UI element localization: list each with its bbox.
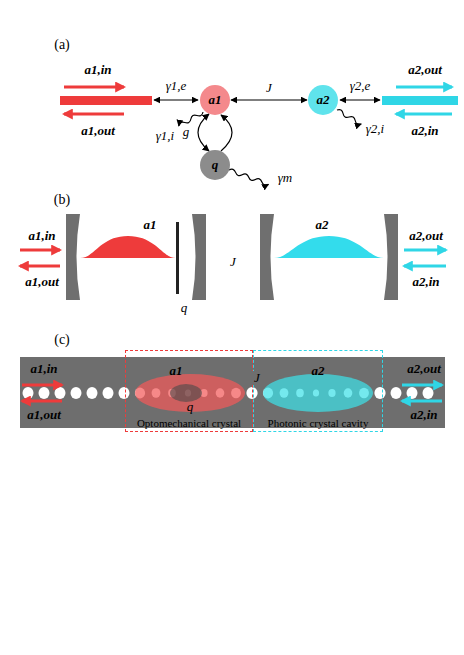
- field-symbol: a2,in: [411, 124, 438, 138]
- output-arrow: [22, 400, 62, 403]
- output-arrow: [404, 249, 446, 252]
- panel-label: (c): [54, 332, 70, 347]
- hole: [23, 387, 34, 399]
- hole: [407, 387, 418, 399]
- output-arrow: [64, 113, 124, 116]
- output-arrow: [20, 265, 60, 268]
- rate-symbol: γ2,i: [366, 122, 384, 136]
- rate-symbol: γ1,e: [166, 79, 187, 93]
- mirror: [260, 214, 274, 300]
- mode-circle: a2: [308, 85, 338, 115]
- field-symbol: a2: [316, 218, 329, 232]
- waveguide-bar: [382, 96, 458, 105]
- panel-label: (b): [54, 192, 70, 207]
- mechanical-mode: [170, 384, 202, 402]
- coupling-arrow: [231, 99, 307, 100]
- rate-symbol: J: [230, 255, 236, 269]
- waveguide-slab: [20, 357, 445, 428]
- hole: [246, 387, 257, 399]
- mirror: [66, 214, 80, 300]
- mirror: [384, 214, 398, 300]
- input-arrow: [64, 86, 124, 89]
- input-arrow: [404, 265, 446, 268]
- region-name: Optomechanical crystal: [137, 417, 241, 429]
- field-symbol: a2,in: [412, 275, 439, 289]
- hole: [87, 387, 98, 399]
- mirror: [192, 214, 206, 300]
- membrane: [176, 222, 179, 294]
- mode-symbol: a2: [317, 93, 330, 107]
- rate-symbol: γ2,e: [350, 79, 371, 93]
- coupling-arrow: [340, 99, 380, 100]
- rate-symbol: γm: [278, 171, 293, 185]
- hole: [39, 387, 50, 399]
- coupling-arrow: [154, 99, 198, 100]
- field-symbol: a1,in: [84, 63, 111, 77]
- region-name: Photonic crystal cavity: [268, 417, 369, 429]
- hole: [55, 387, 66, 399]
- panel-label: (a): [54, 37, 70, 52]
- mode-glow: [263, 374, 373, 412]
- hole: [119, 387, 130, 399]
- input-arrow: [396, 113, 452, 116]
- coupling-curve: [221, 115, 232, 151]
- mode-circle: q: [200, 150, 230, 180]
- output-arrow: [396, 86, 452, 89]
- field-symbol: a2: [312, 364, 325, 378]
- hole: [391, 387, 402, 399]
- coupling-label: J: [265, 81, 273, 95]
- field-symbol: a1: [170, 364, 183, 378]
- rate-symbol: γ1,i: [156, 129, 174, 143]
- field-symbol: a1,in: [30, 362, 57, 376]
- field-symbol: a1,out: [27, 408, 61, 422]
- cavity-mode: [274, 236, 384, 258]
- hole: [71, 387, 82, 399]
- input-arrow: [22, 384, 62, 387]
- field-symbol: a2,in: [410, 408, 437, 422]
- loss-wave: [228, 168, 269, 186]
- field-symbol: a2,out: [407, 362, 441, 376]
- hole: [423, 387, 434, 399]
- field-symbol: a1,out: [25, 275, 59, 289]
- field-symbol: a1: [144, 218, 157, 232]
- field-symbol: a2,out: [409, 229, 443, 243]
- region-box: Optomechanical crystal: [125, 350, 253, 432]
- loss-wave: [336, 108, 362, 125]
- field-symbol: a2,out: [408, 63, 442, 77]
- coupling-label: g: [182, 125, 191, 139]
- rate-symbol: J: [252, 371, 262, 385]
- input-arrow: [20, 249, 60, 252]
- coupling-arrow: [198, 114, 209, 151]
- mode-symbol: q: [212, 158, 219, 172]
- cavity-mode: [80, 236, 176, 258]
- field-symbol: a1,in: [28, 229, 55, 243]
- rate-symbol: q: [187, 400, 194, 414]
- hole: [374, 387, 385, 399]
- waveguide-bar: [60, 96, 152, 105]
- region-box: Photonic crystal cavity: [253, 350, 383, 432]
- output-arrow: [402, 384, 442, 387]
- input-arrow: [402, 400, 442, 403]
- hole: [103, 387, 114, 399]
- mode-circle: a1: [200, 85, 230, 115]
- rate-symbol: q: [181, 301, 188, 315]
- mode-symbol: a1: [209, 93, 222, 107]
- field-symbol: a1,out: [81, 124, 115, 138]
